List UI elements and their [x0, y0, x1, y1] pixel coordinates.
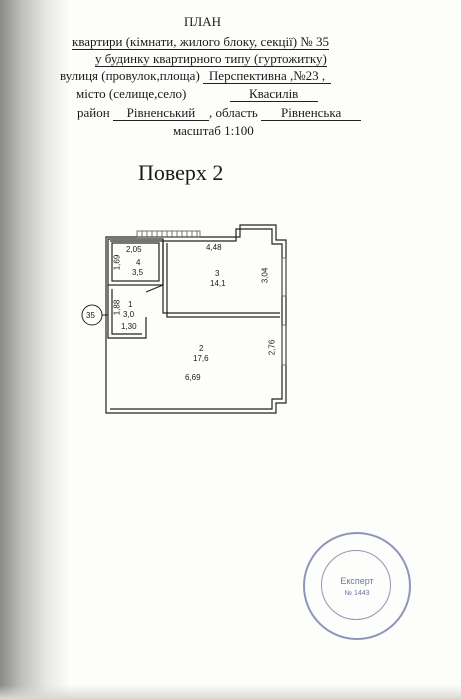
room-4-area: 3,5 [132, 268, 144, 277]
stamp-inner-ring [321, 550, 391, 620]
scale-label: масштаб 1:100 [173, 123, 254, 138]
city-line: місто (селище,село) Квасилів [76, 87, 318, 102]
room-2-number: 2 [199, 344, 204, 353]
region-value: Рівненська [261, 106, 362, 121]
street-value: Перспективна ,№23 , [203, 69, 332, 84]
apartment-number: 35 [86, 311, 95, 320]
stamp-line-1: Експерт [340, 576, 374, 586]
apartment-line: квартири (кімнати, жилого блоку, секції)… [72, 34, 329, 50]
room-3-width: 4,48 [206, 243, 222, 252]
room-2-area: 17,6 [193, 354, 209, 363]
street-line: вулиця (провулок,площа) Перспективна ,№2… [60, 68, 332, 84]
floor-title: Поверх 2 [138, 160, 224, 185]
room-2-width: 6,69 [185, 373, 201, 382]
street-label: вулиця (провулок,площа) [60, 68, 200, 83]
city-value: Квасилів [229, 87, 318, 102]
room-4-number: 4 [136, 258, 141, 267]
plan-title: ПЛАН [184, 14, 221, 29]
city-label: місто (селище,село) [76, 86, 187, 101]
district-label: район [77, 105, 110, 120]
room-1-number: 1 [128, 300, 133, 309]
room-1-width: 1,30 [121, 322, 137, 331]
expert-stamp: Експерт № 1443 [303, 532, 411, 640]
room-4-width: 2,05 [126, 245, 142, 254]
room-1-area: 3,0 [123, 310, 135, 319]
room-2-height: 2,76 [267, 339, 277, 356]
page-shadow-left [0, 0, 70, 699]
room-4-height: 1,69 [112, 254, 122, 271]
district-value: Рівненський [112, 106, 209, 121]
district-line: район Рівненський, область Рівненська [77, 105, 362, 121]
room-3-number: 3 [215, 269, 220, 278]
stamp-line-2: № 1443 [344, 590, 370, 597]
building-type-line: у будинку квартирного типу (гуртожитку) [95, 51, 327, 67]
room-1-height: 1,88 [112, 299, 122, 316]
region-label: , область [208, 105, 258, 120]
room-3-height: 3,04 [260, 267, 270, 284]
page-shadow-bottom [0, 685, 461, 699]
room-3-area: 14,1 [210, 279, 226, 288]
